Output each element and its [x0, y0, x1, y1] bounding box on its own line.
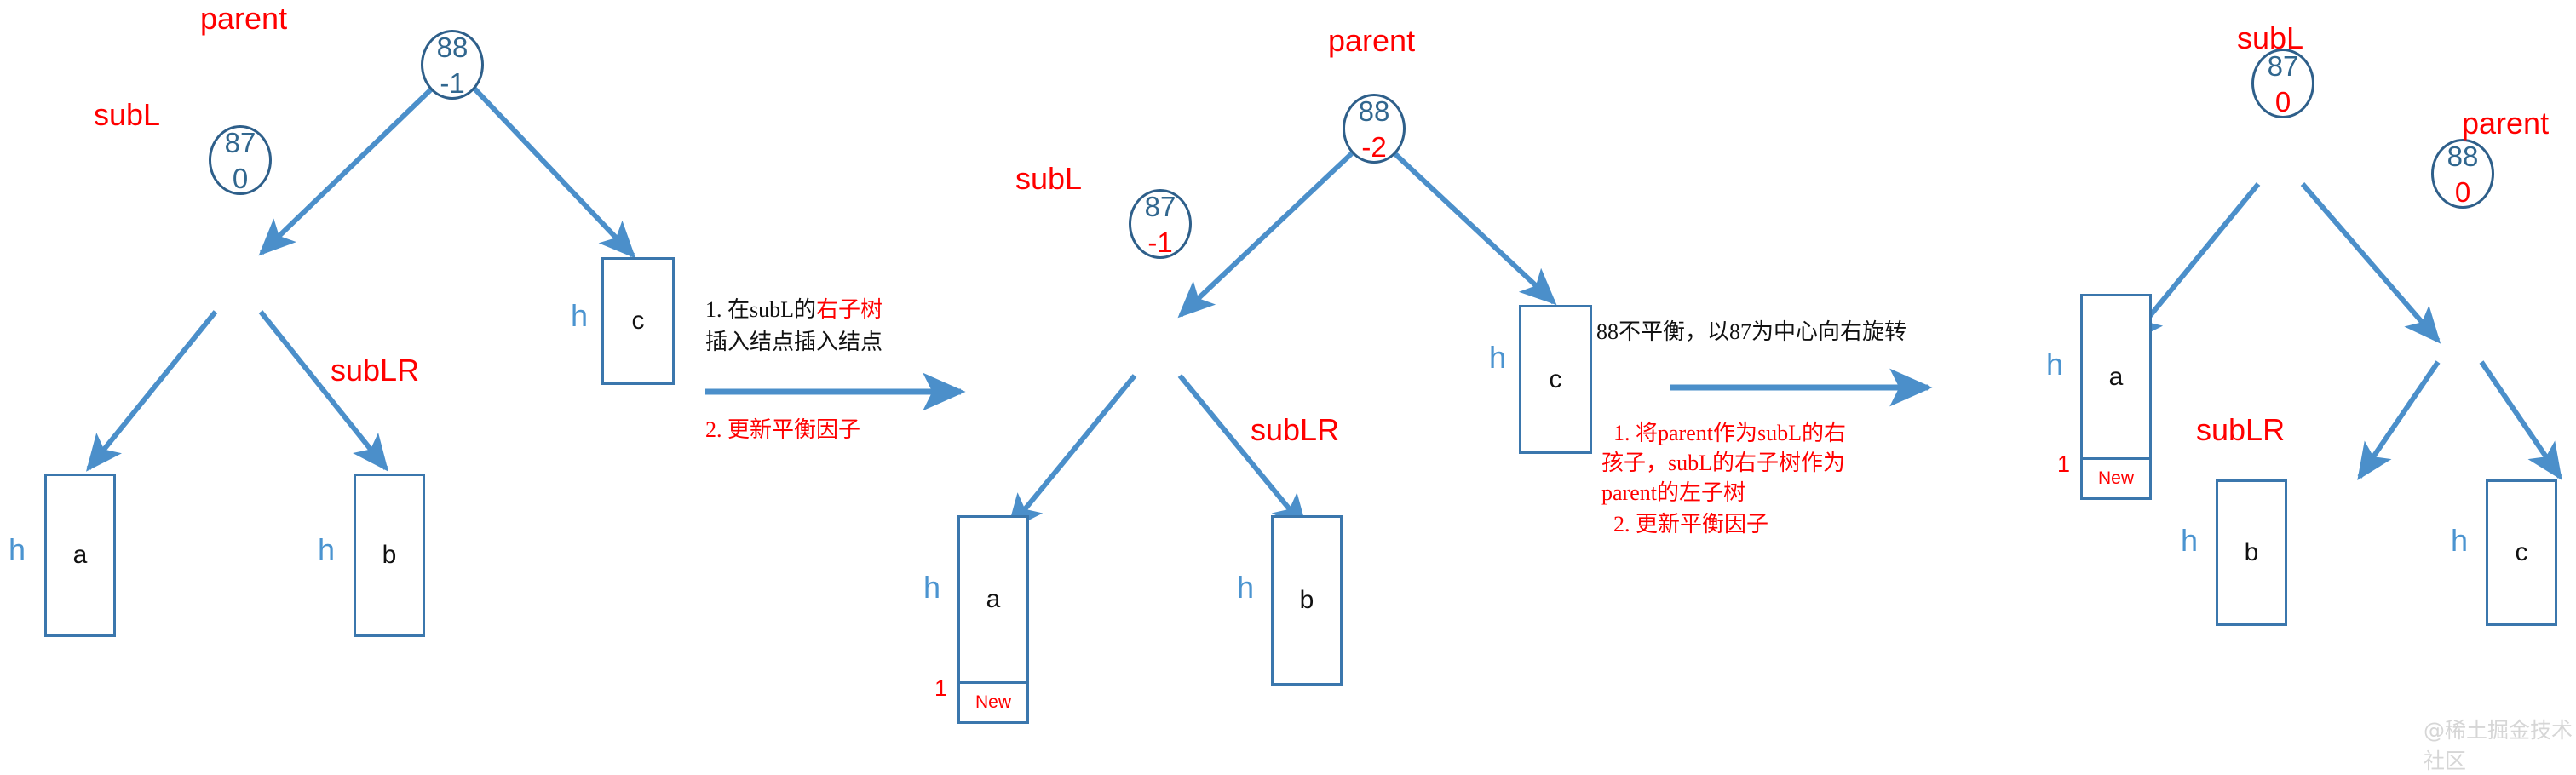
annotation1-step1-line2: 插入结点插入结点	[705, 330, 883, 354]
d1-box-b: b	[354, 474, 425, 637]
d3-box-c: c	[2486, 479, 2557, 626]
d2-box-a-height-label: h	[923, 570, 941, 605]
d2-pointer-subl: subL	[1015, 161, 1083, 196]
d1-box-a-label: a	[72, 541, 88, 569]
d1-box-a: a	[44, 474, 116, 637]
d2-box-a-new-height-label: 1	[934, 675, 948, 701]
edge-d1-subl-to-b	[258, 310, 388, 472]
d1-pointer-sublr: subLR	[331, 353, 420, 388]
d3-node-root-key: 87	[2267, 49, 2299, 82]
d2-box-a-new-cell: New	[960, 681, 1026, 721]
edge-d3-root-to-parent	[2300, 182, 2441, 344]
d3-node-parent-balance-factor: 0	[2454, 175, 2471, 208]
d2-pointer-sublr: subLR	[1251, 412, 1340, 447]
d2-box-b-label: b	[1299, 586, 1314, 614]
d2-node-root-key: 88	[1358, 95, 1390, 127]
d3-pointer-sublr: subLR	[2196, 412, 2286, 447]
d2-node-subl: 87 -1	[1129, 189, 1192, 259]
watermark: @稀土掘金技术社区	[2424, 718, 2573, 773]
d3-node-parent: 88 0	[2431, 139, 2494, 209]
d1-box-b-height-label: h	[318, 532, 336, 567]
d3-node-root: 87 0	[2251, 49, 2314, 118]
edge-d3-parent-to-c	[2479, 360, 2562, 480]
d2-node-subl-balance-factor: -1	[1147, 226, 1173, 258]
d2-box-a-label: a	[986, 585, 1001, 613]
d3-box-c-height-label: h	[2451, 523, 2469, 558]
d3-pointer-parent: parent	[2462, 106, 2550, 141]
d2-pointer-parent: parent	[1328, 23, 1416, 58]
d2-box-c-height-label: h	[1489, 340, 1507, 375]
d3-node-root-balance-factor: 0	[2274, 85, 2291, 118]
d2-box-c: c	[1519, 305, 1592, 454]
edge-d2-subl-to-b	[1177, 374, 1308, 531]
d1-box-c-height-label: h	[571, 298, 589, 333]
edge-d1-root-to-subl	[258, 86, 434, 256]
edge-d1-root-to-c	[472, 86, 636, 259]
d2-box-c-label: c	[1549, 365, 1562, 393]
annotation1-step2: 2. 更新平衡因子	[705, 417, 861, 442]
d3-box-b-height-label: h	[2181, 523, 2199, 558]
d1-box-c: c	[601, 257, 675, 385]
edge-d2-root-to-c	[1392, 151, 1557, 306]
annotation2-heading: 88不平衡，以87为中心向右旋转	[1596, 319, 1907, 344]
annotation2-step1-line3: parent的左子树	[1601, 480, 1745, 505]
d3-pointer-subl: subL	[2237, 20, 2304, 55]
d1-node-subl: 87 0	[209, 125, 272, 195]
annotation1-step1-highlight: 右子树	[816, 297, 883, 322]
d2-box-b: b	[1271, 515, 1343, 686]
d1-pointer-subl: subL	[94, 97, 161, 132]
d1-box-c-label: c	[631, 307, 645, 335]
d3-box-a: a New	[2080, 294, 2152, 500]
d2-node-subl-key: 87	[1144, 190, 1176, 222]
d1-node-root-balance-factor: -1	[440, 66, 465, 99]
d3-box-a-new-height-label: 1	[2057, 451, 2071, 477]
edge-d1-subl-to-a	[85, 310, 218, 472]
edge-d3-parent-to-b	[2357, 360, 2441, 480]
d3-box-a-new-cell: New	[2083, 457, 2149, 497]
annotation2-step2: 2. 更新平衡因子	[1613, 512, 1769, 537]
d3-box-b-label: b	[2244, 538, 2259, 566]
d3-box-c-label: c	[2515, 538, 2528, 566]
d1-node-subl-balance-factor: 0	[232, 162, 249, 194]
d3-box-a-label: a	[2108, 362, 2124, 391]
d3-box-a-height-label: h	[2046, 347, 2064, 382]
annotation2-step1-line2: 孩子，subL的右子树作为	[1601, 451, 1846, 475]
diagram-canvas: parent 88 -1 subL 87 0 c h subLR a h b h…	[9, 1, 2573, 774]
d2-box-a: a New	[957, 515, 1029, 724]
annotation1-step1-text: 1. 在subL的	[705, 297, 817, 322]
d2-node-root: 88 -2	[1343, 94, 1406, 164]
d1-pointer-parent: parent	[200, 1, 288, 36]
edge-d2-root-to-subl	[1177, 151, 1354, 319]
d1-box-b-label: b	[382, 541, 397, 569]
annotation2-step1-line1: 1. 将parent作为subL的右	[1613, 421, 1846, 445]
d1-node-subl-key: 87	[224, 126, 256, 158]
annotation1-step1-line1: 1. 在subL的右子树	[705, 296, 883, 324]
d1-node-root-key: 88	[436, 31, 469, 63]
d1-box-a-height-label: h	[9, 532, 26, 567]
d3-box-b: b	[2216, 479, 2287, 626]
d3-node-parent-key: 88	[2447, 140, 2479, 172]
d1-node-root: 88 -1	[421, 30, 484, 100]
edge-d2-subl-to-a	[1006, 374, 1137, 531]
d2-box-b-height-label: h	[1237, 570, 1255, 605]
d2-node-root-balance-factor: -2	[1361, 130, 1387, 163]
